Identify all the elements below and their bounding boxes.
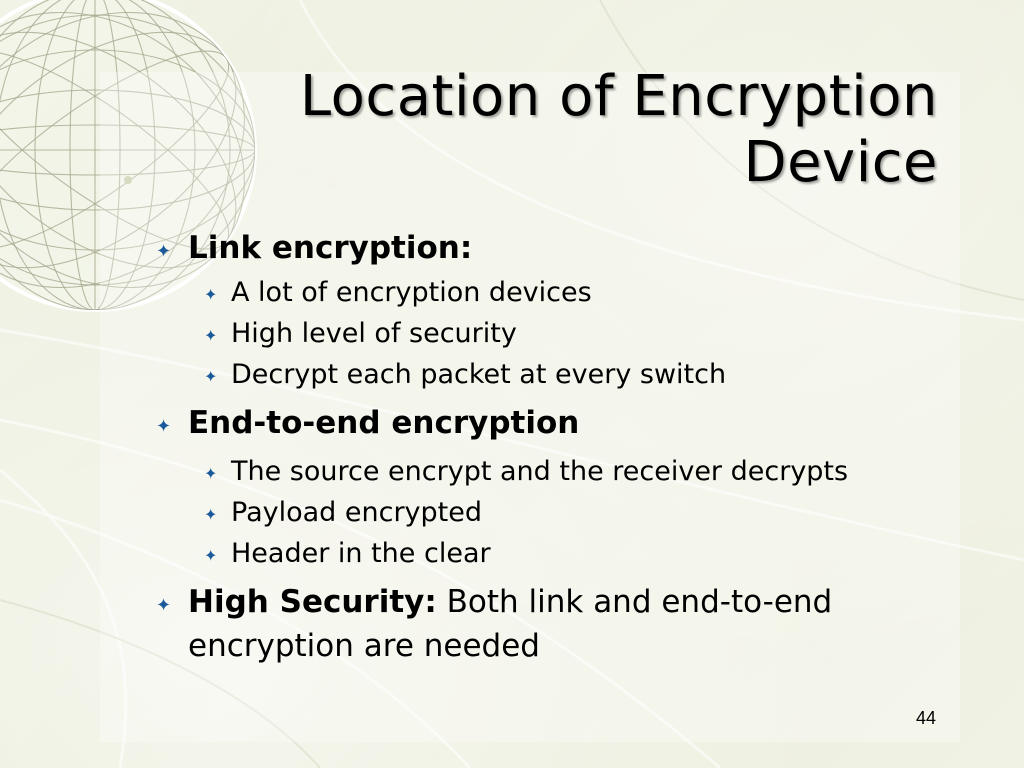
slide-title: Location of Encryption Device <box>178 64 938 196</box>
four-point-star-bullet-icon: ✦ <box>204 505 218 524</box>
page-number: 44 <box>915 708 936 728</box>
list-item-source-receiver: ✦ The source encrypt and the receiver de… <box>156 453 896 490</box>
four-point-star-bullet-icon: ✦ <box>204 285 218 304</box>
four-point-star-bullet-icon: ✦ <box>204 326 218 345</box>
list-item-link-encryption: ✦ Link encryption: <box>156 226 896 270</box>
list-item-text: Decrypt each packet at every switch <box>231 359 727 390</box>
list-item-text: Payload encrypted <box>231 497 483 528</box>
list-item-devices: ✦ A lot of encryption devices <box>156 274 896 311</box>
list-item-security-level: ✦ High level of security <box>156 315 896 352</box>
globe-wireframe-decoration <box>0 0 257 312</box>
list-item-text: Header in the clear <box>231 538 491 569</box>
list-item-text: Both link and end-to-end encryption are … <box>188 584 833 664</box>
list-item-text: High level of security <box>231 318 517 349</box>
content-panel <box>100 72 960 742</box>
list-item-header-clear: ✦ Header in the clear <box>156 535 896 572</box>
list-item-text: The source encrypt and the receiver decr… <box>231 456 849 487</box>
list-item-heading: High Security: <box>188 584 437 620</box>
bullet-list: ✦ Link encryption: ✦ A lot of encryption… <box>156 226 896 668</box>
list-item-heading: End-to-end encryption <box>188 405 580 441</box>
title-line-1: Location of Encryption <box>299 64 938 129</box>
list-item-payload: ✦ Payload encrypted <box>156 494 896 531</box>
title-line-2: Device <box>743 130 938 195</box>
four-point-star-bullet-icon: ✦ <box>204 546 218 565</box>
list-item-high-security: ✦ High Security: Both link and end-to-en… <box>156 580 896 668</box>
four-point-star-bullet-icon: ✦ <box>156 241 172 262</box>
list-item-heading: Link encryption: <box>188 230 473 266</box>
four-point-star-bullet-icon: ✦ <box>204 367 218 386</box>
four-point-star-bullet-icon: ✦ <box>156 416 172 437</box>
four-point-star-bullet-icon: ✦ <box>204 464 218 483</box>
list-item-decrypt-switch: ✦ Decrypt each packet at every switch <box>156 356 896 393</box>
list-item-end-to-end: ✦ End-to-end encryption <box>156 401 896 445</box>
list-item-text: A lot of encryption devices <box>231 277 592 308</box>
four-point-star-bullet-icon: ✦ <box>156 595 172 616</box>
